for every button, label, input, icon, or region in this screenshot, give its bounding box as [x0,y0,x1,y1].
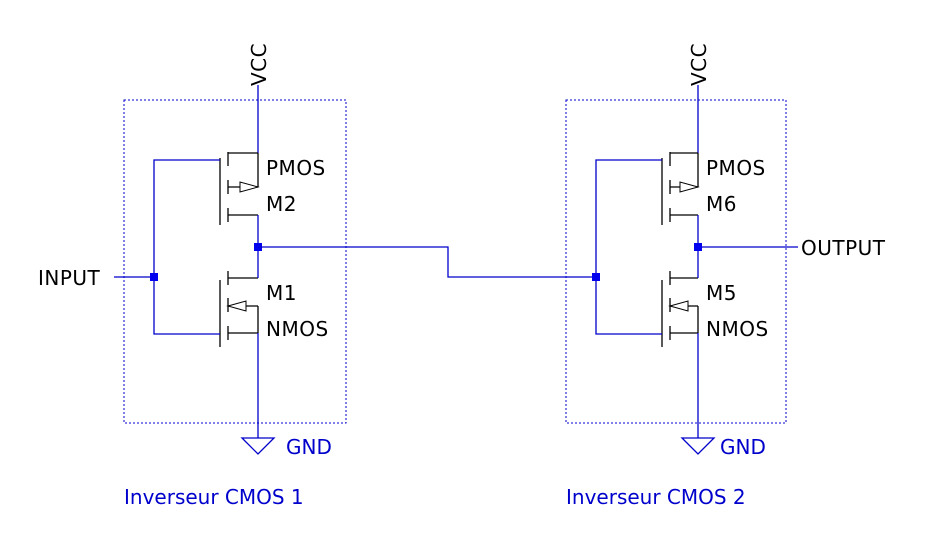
pmos-transistor-m6: PMOS M6 [661,152,766,225]
pmos-m2-name-label: M2 [266,192,297,216]
inverter-1-title: Inverseur CMOS 1 [124,485,304,509]
pmos-m6-name-label: M6 [706,192,737,216]
vcc-label-2: VCC [687,43,711,86]
nmos-m5-type-label: NMOS [706,317,769,341]
nmos-m1-name-label: M1 [266,281,297,305]
input-port-label: INPUT [38,266,101,290]
nmos-m1-type-label: NMOS [266,317,329,341]
nmos-m1-arrow [226,300,247,312]
vcc-label-1: VCC [247,43,271,86]
inverter-1-boundary [123,99,347,424]
pmos-m6-arrow [679,181,700,193]
ground-symbol-2 [680,437,716,455]
ground-symbol-1 [240,437,276,455]
pmos-transistor-m2: PMOS M2 [219,152,326,225]
pmos-m6-type-label: PMOS [706,156,766,180]
junction-dot-input [150,273,158,281]
nmos-m5-arrow [668,300,689,312]
inverter-block-2: VCC PMOS M6 M5 NMOS [565,43,798,509]
nmos-m5-name-label: M5 [706,281,737,305]
interconnect-wire [258,246,596,278]
pmos-m2-arrow [239,181,260,193]
pmos-m2-type-label: PMOS [266,156,326,180]
nmos-transistor-m1: M1 NMOS [219,271,329,347]
junction-dot-gate-2 [592,273,600,281]
gnd-label-2: GND [720,435,766,459]
gate-loop-wire-1 [153,159,220,335]
gnd-label-1: GND [286,435,332,459]
inverter-2-title: Inverseur CMOS 2 [566,485,746,509]
gate-loop-wire-2 [595,159,662,335]
inverter-2-boundary [565,99,787,424]
inverter-block-1: VCC PMOS M2 M1 NMOS [114,43,347,509]
junction-dot-output [694,243,702,251]
nmos-transistor-m5: M5 NMOS [661,271,769,347]
output-port-label: OUTPUT [801,236,886,260]
